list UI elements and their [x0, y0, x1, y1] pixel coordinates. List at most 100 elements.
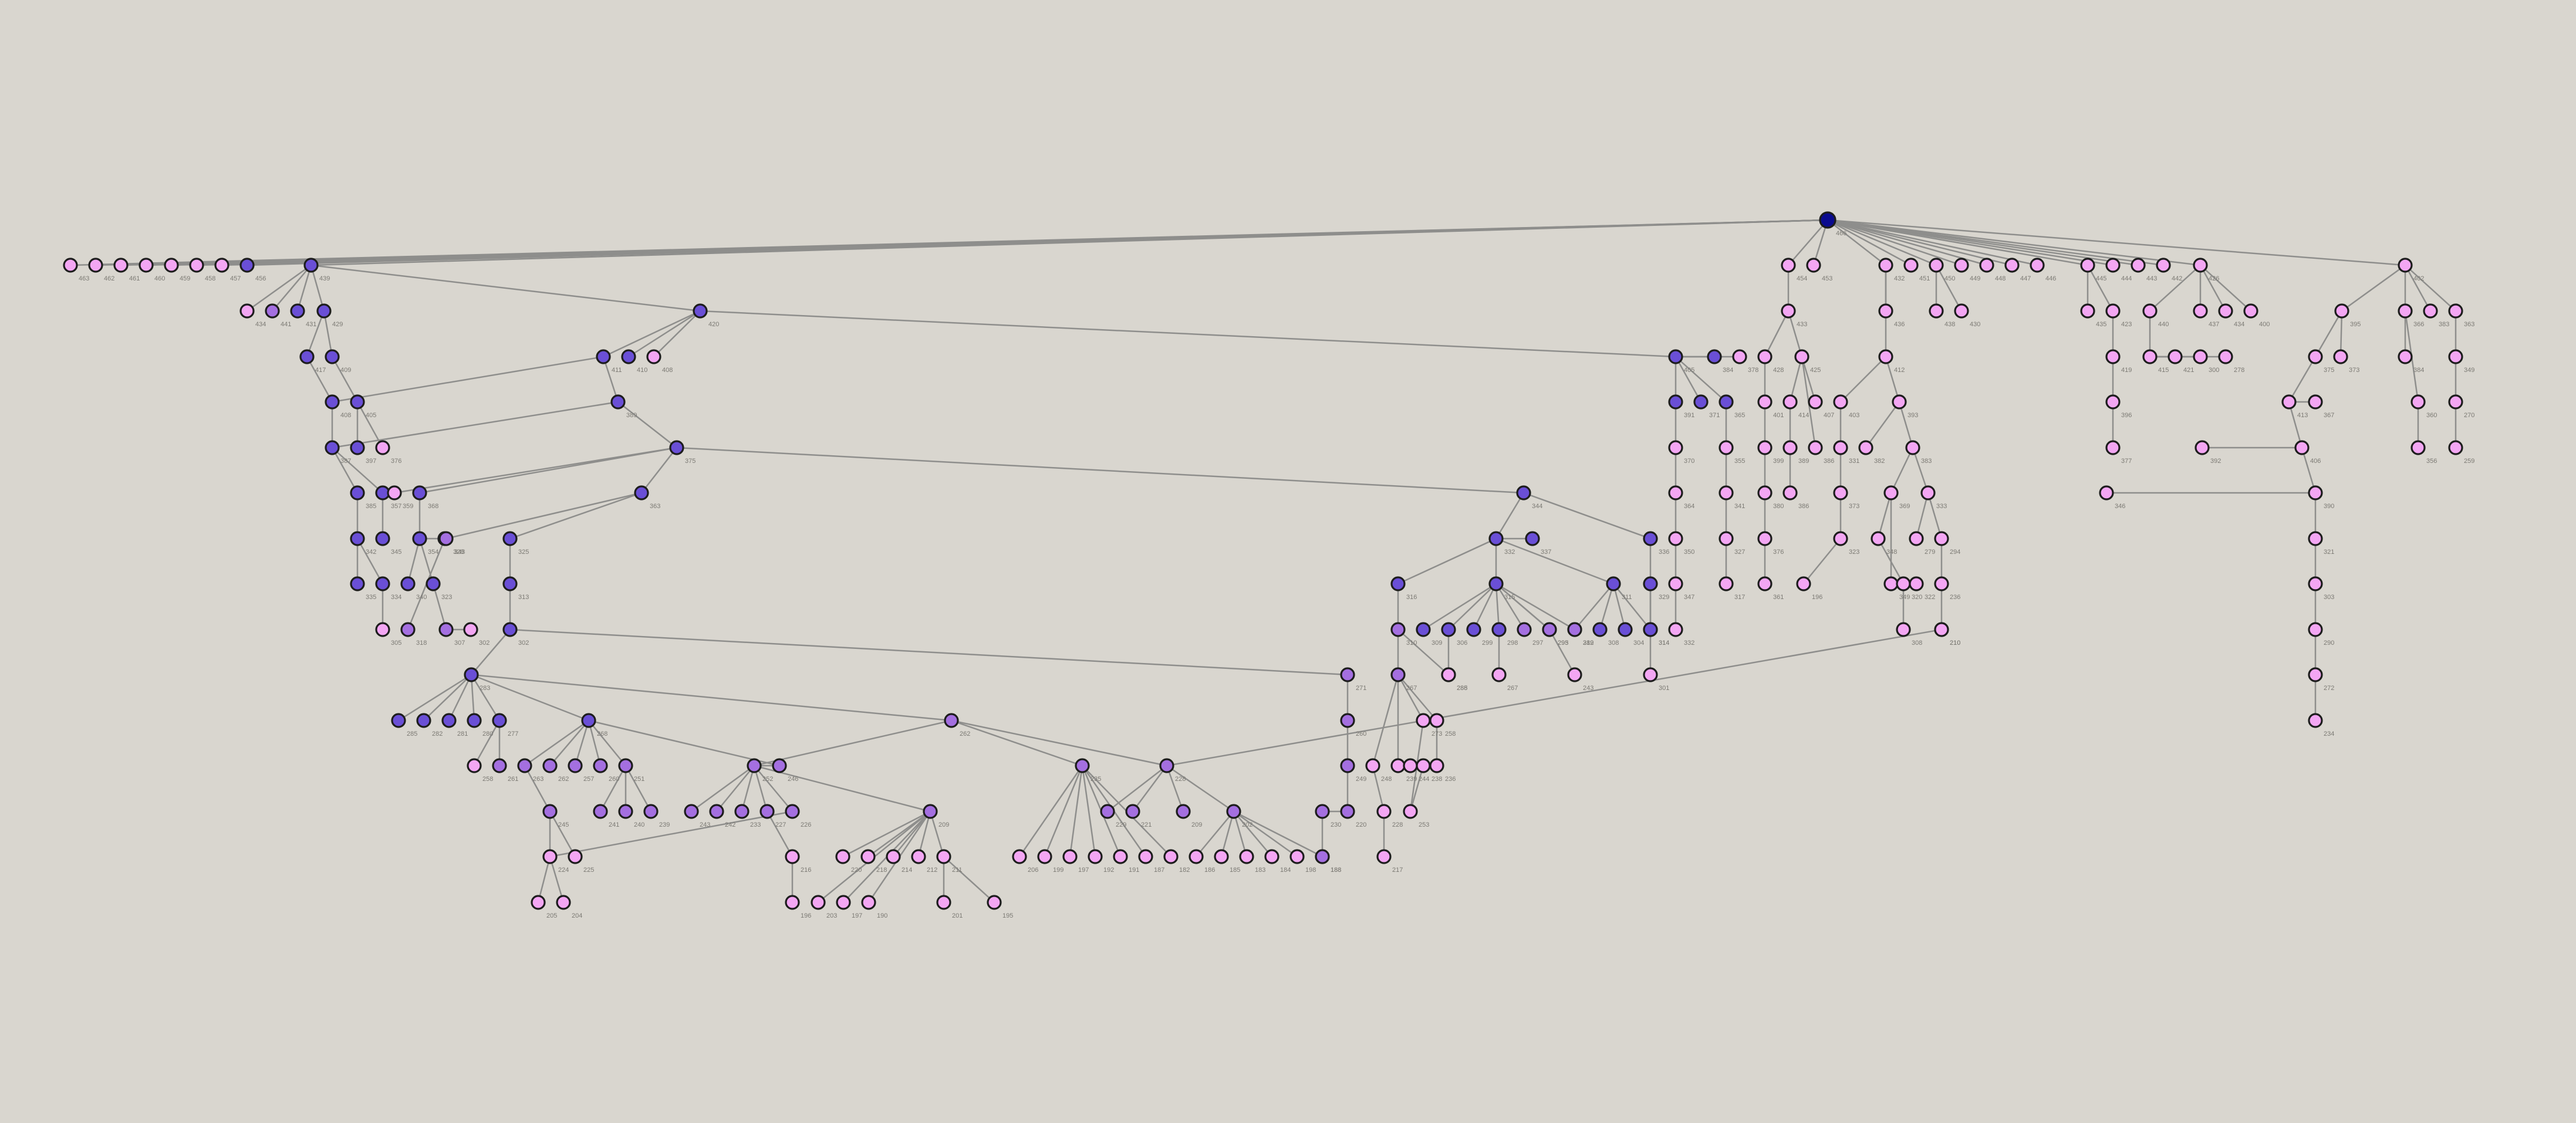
node-circle[interactable] [1403, 804, 1418, 819]
node-circle[interactable] [1264, 849, 1279, 864]
node-circle[interactable] [2105, 258, 2121, 273]
node-439[interactable]: 439 [303, 258, 330, 282]
node-circle[interactable] [1878, 303, 1893, 319]
node-447[interactable]: 447 [2004, 258, 2031, 282]
node-191[interactable]: 191 [1113, 849, 1139, 874]
node-203[interactable]: 203 [811, 895, 837, 919]
node-circle[interactable] [239, 258, 255, 273]
node-206[interactable]: 206 [1012, 849, 1038, 874]
node-circle[interactable] [1934, 531, 1949, 546]
node-circle[interactable] [1429, 713, 1444, 728]
node-182[interactable]: 182 [1163, 849, 1190, 874]
node-220[interactable]: 220 [835, 849, 862, 874]
node-382[interactable]: 382 [1858, 440, 1885, 465]
node-383[interactable]: 383 [1905, 440, 1932, 465]
node-circle[interactable] [1929, 258, 1944, 273]
node-circle[interactable] [1732, 349, 1747, 364]
node-369[interactable]: 369 [1883, 485, 1910, 510]
node-circle[interactable] [412, 531, 427, 546]
node-329[interactable]: 329 [1643, 576, 1669, 601]
node-409[interactable]: 409 [325, 349, 351, 374]
node-228[interactable]: 228 [1159, 758, 1186, 783]
node-401[interactable]: 401 [1757, 394, 1784, 419]
node-circle[interactable] [772, 758, 787, 773]
node-circle[interactable] [1176, 804, 1191, 819]
node-436[interactable]: 436 [1878, 303, 1905, 328]
node-circle[interactable] [1954, 258, 1969, 273]
node-circle[interactable] [2294, 440, 2310, 455]
node-454[interactable]: 454 [1781, 258, 1807, 282]
node-circle[interactable] [299, 349, 315, 364]
node-circle[interactable] [1315, 804, 1330, 819]
node-211[interactable]: 211 [936, 849, 963, 874]
node-circle[interactable] [1883, 576, 1899, 591]
node-circle[interactable] [709, 804, 724, 819]
node-220[interactable]: 220 [1340, 804, 1366, 828]
node-circle[interactable] [400, 576, 416, 591]
node-circle[interactable] [2195, 440, 2210, 455]
node-380[interactable]: 380 [1757, 485, 1784, 510]
node-circle[interactable] [1340, 804, 1355, 819]
node-circle[interactable] [1757, 531, 1773, 546]
node-236[interactable]: 236 [1429, 758, 1456, 783]
node-circle[interactable] [2398, 349, 2413, 364]
node-258[interactable]: 258 [467, 758, 493, 783]
node-circle[interactable] [1517, 622, 1532, 637]
node-circle[interactable] [1159, 758, 1174, 773]
node-circle[interactable] [759, 804, 775, 819]
node-196[interactable]: 196 [785, 895, 811, 919]
node-239[interactable]: 239 [643, 804, 670, 828]
node-300[interactable]: 300 [2193, 349, 2219, 374]
node-circle[interactable] [2448, 349, 2463, 364]
node-circle[interactable] [1833, 394, 1848, 410]
node-321[interactable]: 321 [2308, 531, 2334, 556]
node-249[interactable]: 249 [1340, 758, 1366, 783]
node-263[interactable]: 263 [517, 758, 543, 783]
node-circle[interactable] [438, 531, 454, 546]
node-circle[interactable] [2105, 349, 2121, 364]
node-209[interactable]: 209 [1176, 804, 1202, 828]
node-circle[interactable] [1757, 349, 1773, 364]
node-391[interactable]: 391 [1668, 394, 1694, 419]
node-371[interactable]: 371 [1693, 394, 1720, 419]
node-224[interactable]: 224 [542, 849, 569, 874]
node-335[interactable]: 335 [350, 576, 376, 601]
node-circle[interactable] [113, 258, 129, 273]
node-circle[interactable] [944, 713, 959, 728]
node-214[interactable]: 214 [886, 849, 912, 874]
node-circle[interactable] [1037, 849, 1052, 864]
node-341[interactable]: 341 [1719, 485, 1745, 510]
node-circle[interactable] [350, 576, 365, 591]
node-460[interactable]: 460 [139, 258, 165, 282]
node-circle[interactable] [2193, 303, 2208, 319]
node-circle[interactable] [1525, 531, 1540, 546]
node-458[interactable]: 458 [189, 258, 215, 282]
node-378[interactable]: 378 [1732, 349, 1758, 374]
node-355[interactable]: 355 [1719, 440, 1745, 465]
node-circle[interactable] [1491, 622, 1507, 637]
node-260[interactable]: 260 [593, 758, 619, 783]
node-314[interactable]: 314 [1643, 622, 1669, 647]
node-circle[interactable] [375, 440, 390, 455]
node-circle[interactable] [568, 849, 583, 864]
node-circle[interactable] [350, 485, 365, 500]
node-circle[interactable] [1618, 622, 1633, 637]
node-circle[interactable] [581, 713, 596, 728]
node-circle[interactable] [1794, 349, 1809, 364]
node-248[interactable]: 248 [1365, 758, 1392, 783]
node-244[interactable]: 244 [1403, 758, 1429, 783]
node-circle[interactable] [1892, 394, 1907, 410]
node-462[interactable]: 462 [88, 258, 114, 282]
node-322[interactable]: 322 [1909, 576, 1935, 601]
node-344[interactable]: 344 [1516, 485, 1542, 510]
node-circle[interactable] [861, 895, 876, 910]
node-201[interactable]: 201 [936, 895, 963, 919]
node-circle[interactable] [1441, 622, 1456, 637]
node-228[interactable]: 228 [1376, 804, 1403, 828]
node-301[interactable]: 301 [1643, 667, 1669, 692]
node-circle[interactable] [1833, 440, 1848, 455]
node-359[interactable]: 359 [387, 485, 413, 510]
node-243[interactable]: 243 [684, 804, 710, 828]
node-circle[interactable] [1416, 713, 1431, 728]
